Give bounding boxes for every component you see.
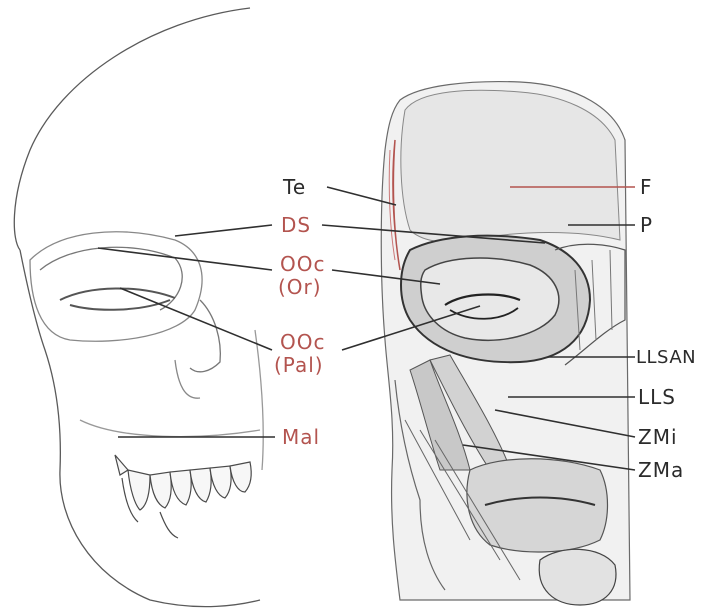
teeth — [115, 455, 251, 538]
leader-ooc-or-left — [98, 248, 272, 270]
label-lls: LLS — [638, 387, 676, 407]
label-ooc-or: OOc — [280, 254, 325, 274]
label-ds: DS — [281, 215, 311, 235]
leader-ooc-pal-left — [120, 288, 272, 350]
skull-outline — [14, 8, 263, 607]
label-pal-paren: (Pal) — [274, 355, 324, 375]
label-or-paren: (Or) — [278, 277, 322, 297]
label-p: P — [640, 215, 653, 235]
muscle-head — [381, 82, 630, 605]
label-te: Te — [283, 177, 306, 197]
label-llsan: LLSAN — [636, 348, 696, 368]
label-mal: Mal — [282, 427, 320, 447]
label-zma: ZMa — [638, 460, 684, 480]
label-ooc-pal: OOc — [280, 332, 325, 352]
label-f: F — [640, 177, 653, 197]
label-zmi: ZMi — [638, 427, 678, 447]
leader-ds-left — [175, 225, 272, 236]
